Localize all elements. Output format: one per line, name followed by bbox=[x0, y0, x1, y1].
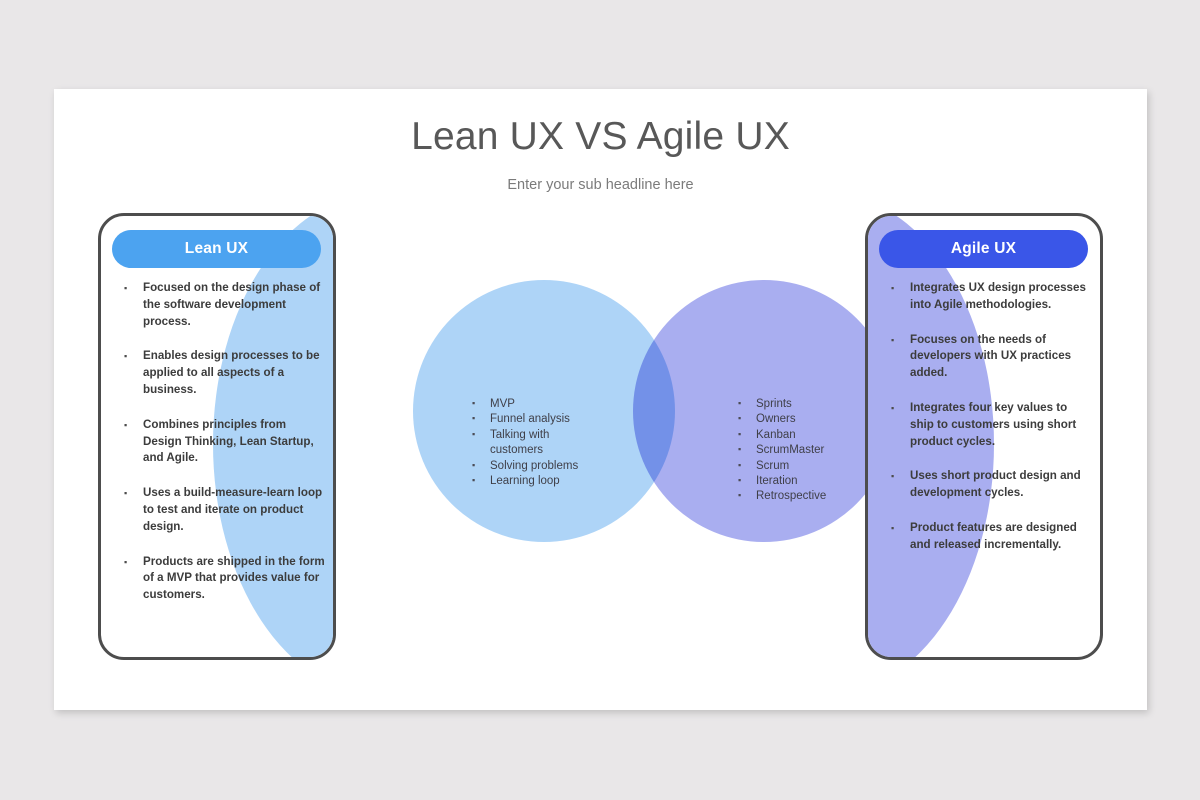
list-item: Integrates four key values to ship to cu… bbox=[880, 400, 1094, 450]
list-item: Retrospective bbox=[734, 488, 884, 504]
card-bullet-list-agile: Integrates UX design processes into Agil… bbox=[880, 280, 1094, 572]
list-item: Scrum bbox=[734, 458, 884, 474]
list-item: Sprints bbox=[734, 396, 884, 412]
list-item: Uses short product design and developmen… bbox=[880, 468, 1094, 502]
list-item: Enables design processes to be applied t… bbox=[113, 348, 327, 398]
list-item-continuation: customers bbox=[490, 444, 544, 457]
card-agile-ux: Agile UX Integrates UX design processes … bbox=[865, 213, 1103, 660]
list-item: Products are shipped in the form of a MV… bbox=[113, 554, 327, 604]
list-item: Focused on the design phase of the softw… bbox=[113, 280, 327, 330]
card-heading-lean: Lean UX bbox=[112, 230, 321, 268]
list-item: Product features are designed and releas… bbox=[880, 520, 1094, 554]
list-item: MVP bbox=[468, 396, 608, 412]
venn-diagram: MVP Funnel analysis Talking with custome… bbox=[360, 280, 895, 610]
list-item: Combines principles from Design Thinking… bbox=[113, 417, 327, 467]
list-item: Solving problems bbox=[468, 458, 608, 474]
page-subtitle: Enter your sub headline here bbox=[507, 177, 694, 193]
list-item: Integrates UX design processes into Agil… bbox=[880, 280, 1094, 314]
page-title: Lean UX VS Agile UX bbox=[411, 115, 790, 158]
list-item: ScrumMaster bbox=[734, 442, 884, 458]
list-item: Uses a build-measure-learn loop to test … bbox=[113, 485, 327, 535]
list-item: Owners bbox=[734, 411, 884, 427]
venn-list-lean: MVP Funnel analysis Talking with custome… bbox=[468, 396, 608, 489]
list-item: Talking with bbox=[468, 427, 608, 443]
list-item: Funnel analysis bbox=[468, 411, 608, 427]
list-item: Kanban bbox=[734, 427, 884, 443]
card-bullet-list-lean: Focused on the design phase of the softw… bbox=[113, 280, 327, 622]
venn-list-agile: Sprints Owners Kanban ScrumMaster Scrum … bbox=[734, 396, 884, 505]
slide-canvas: Lean UX VS Agile UX Enter your sub headl… bbox=[54, 89, 1147, 710]
list-item: Learning loop bbox=[468, 473, 608, 489]
slide-header: Lean UX VS Agile UX Enter your sub headl… bbox=[54, 89, 1147, 195]
list-item: Focuses on the needs of developers with … bbox=[880, 332, 1094, 382]
card-heading-agile: Agile UX bbox=[879, 230, 1088, 268]
list-item: Iteration bbox=[734, 473, 884, 489]
card-lean-ux: Lean UX Focused on the design phase of t… bbox=[98, 213, 336, 660]
